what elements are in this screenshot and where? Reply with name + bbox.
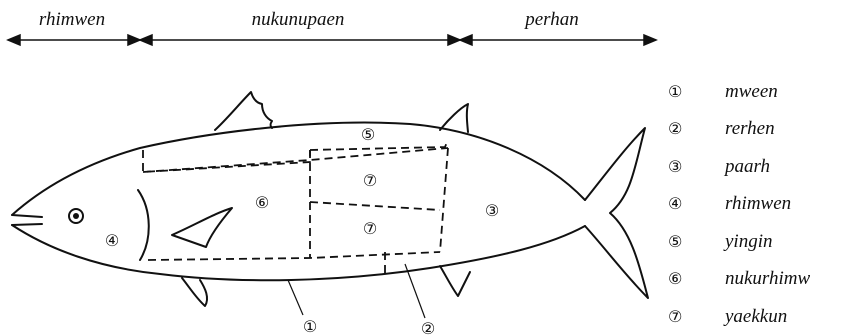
fish-mouth xyxy=(12,215,42,225)
legend-item: ⑤ yingin xyxy=(668,231,773,252)
part-number-3: ③ xyxy=(485,201,499,220)
leader-line-1 xyxy=(288,280,303,315)
part-number-6: ⑥ xyxy=(255,193,269,212)
part-number-2: ② xyxy=(421,319,435,336)
legend-name: rhimwen xyxy=(725,193,791,214)
arrowhead-divider-2-right xyxy=(460,35,472,45)
legend-name: paarh xyxy=(723,156,770,177)
legend-name: rerhen xyxy=(725,118,775,139)
dorsal-fin-front xyxy=(215,92,272,130)
legend-item: ① mween xyxy=(668,81,778,102)
legend-number: ③ xyxy=(668,157,682,176)
fish-body-bottom xyxy=(12,225,585,280)
legend-item: ② rerhen xyxy=(668,118,775,139)
fish-eye-pupil xyxy=(73,213,79,219)
fish-drawing xyxy=(12,92,648,306)
leader-line-2 xyxy=(405,264,425,318)
legend-name: yaekkun xyxy=(723,306,787,327)
gill-line xyxy=(138,190,149,260)
part-number-7-lower: ⑦ xyxy=(363,219,377,238)
legend: ① mween ② rerhen ③ paarh ④ rhimwen ⑤ yin… xyxy=(668,81,810,327)
part-number-7-upper: ⑦ xyxy=(363,171,377,190)
region-label-middle: nukunupaen xyxy=(252,9,345,30)
cut-line-bottom xyxy=(148,252,440,260)
cut-line-top xyxy=(143,140,448,172)
legend-item: ⑥ nukurhimw xyxy=(668,268,810,289)
legend-name: nukurhimw xyxy=(725,268,810,289)
arrowhead-left-end xyxy=(8,35,20,45)
legend-item: ⑦ yaekkun xyxy=(668,306,787,327)
part-number-1: ① xyxy=(303,317,317,336)
cut-line-top-bracket xyxy=(143,148,448,172)
cut-lines xyxy=(143,140,448,276)
region-label-head: rhimwen xyxy=(39,9,105,30)
pectoral-fin xyxy=(172,208,232,247)
anal-fin xyxy=(440,266,470,296)
legend-number: ⑥ xyxy=(668,269,682,288)
region-arrows xyxy=(8,35,656,45)
arrowhead-divider-1-right xyxy=(140,35,152,45)
part-number-5: ⑤ xyxy=(361,125,375,144)
legend-number: ⑦ xyxy=(668,307,682,326)
legend-name: mween xyxy=(725,81,778,102)
pelvic-fin xyxy=(182,278,207,306)
legend-number: ⑤ xyxy=(668,232,682,251)
legend-number: ② xyxy=(668,119,682,138)
legend-name: yingin xyxy=(723,231,773,252)
cut-line-middle xyxy=(310,202,440,210)
region-label-tail: perhan xyxy=(523,9,578,30)
legend-number: ① xyxy=(668,82,682,101)
legend-item: ③ paarh xyxy=(668,156,770,177)
tail-fin xyxy=(585,128,648,298)
legend-number: ④ xyxy=(668,194,682,213)
part-number-4: ④ xyxy=(105,231,119,250)
arrowhead-right-end xyxy=(644,35,656,45)
legend-item: ④ rhimwen xyxy=(668,193,791,214)
cut-line-right xyxy=(440,148,448,252)
